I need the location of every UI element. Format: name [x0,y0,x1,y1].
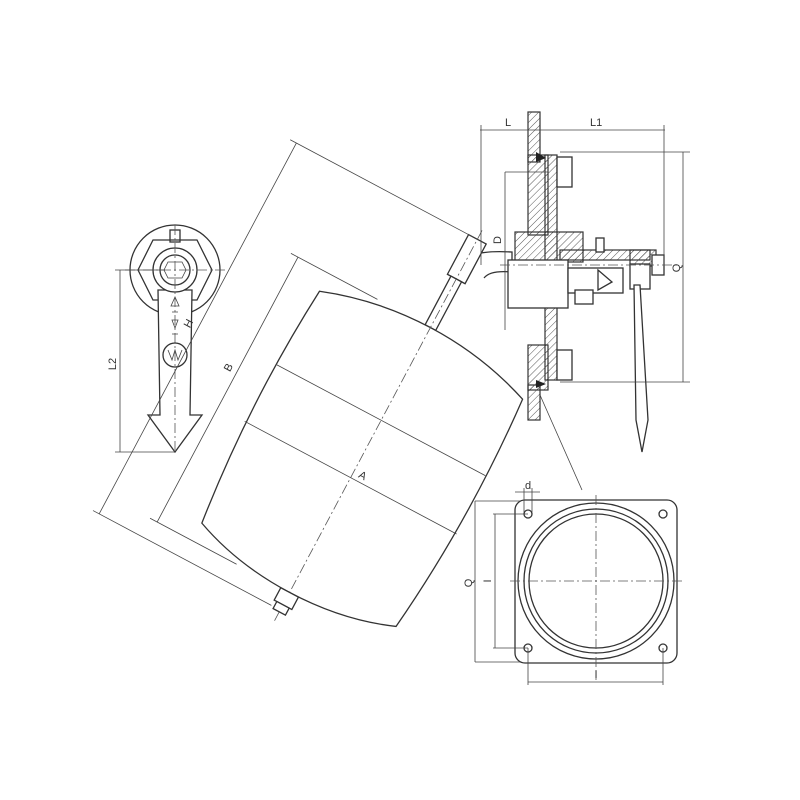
stem-rod [424,275,463,332]
flange-view: Q I I d [463,480,682,685]
valve-arm [633,284,649,453]
logo-emblem [162,342,188,368]
dim-label-d-hole: d [525,480,531,492]
dim-label-q-flange: Q [463,578,475,587]
dim-label-i-horizontal: I [594,669,597,681]
float-body [201,290,524,628]
float-assembly: H B A [92,139,524,628]
dim-label-l: L [505,117,511,129]
bolt-hole [658,509,668,519]
bolt-lower [556,349,573,381]
dim-label-l2: L2 [107,358,119,370]
valve-section: L L1 D Q [480,111,690,491]
dim-label-d: D [492,236,504,244]
lever-view: L2 [107,224,225,454]
dim-label-i-vertical: I [482,579,494,582]
dim-label-b: B [222,362,236,374]
dim-label-l1: L1 [590,117,602,129]
bolt-upper [556,156,573,188]
dim-label-q-side: Q [671,263,683,272]
